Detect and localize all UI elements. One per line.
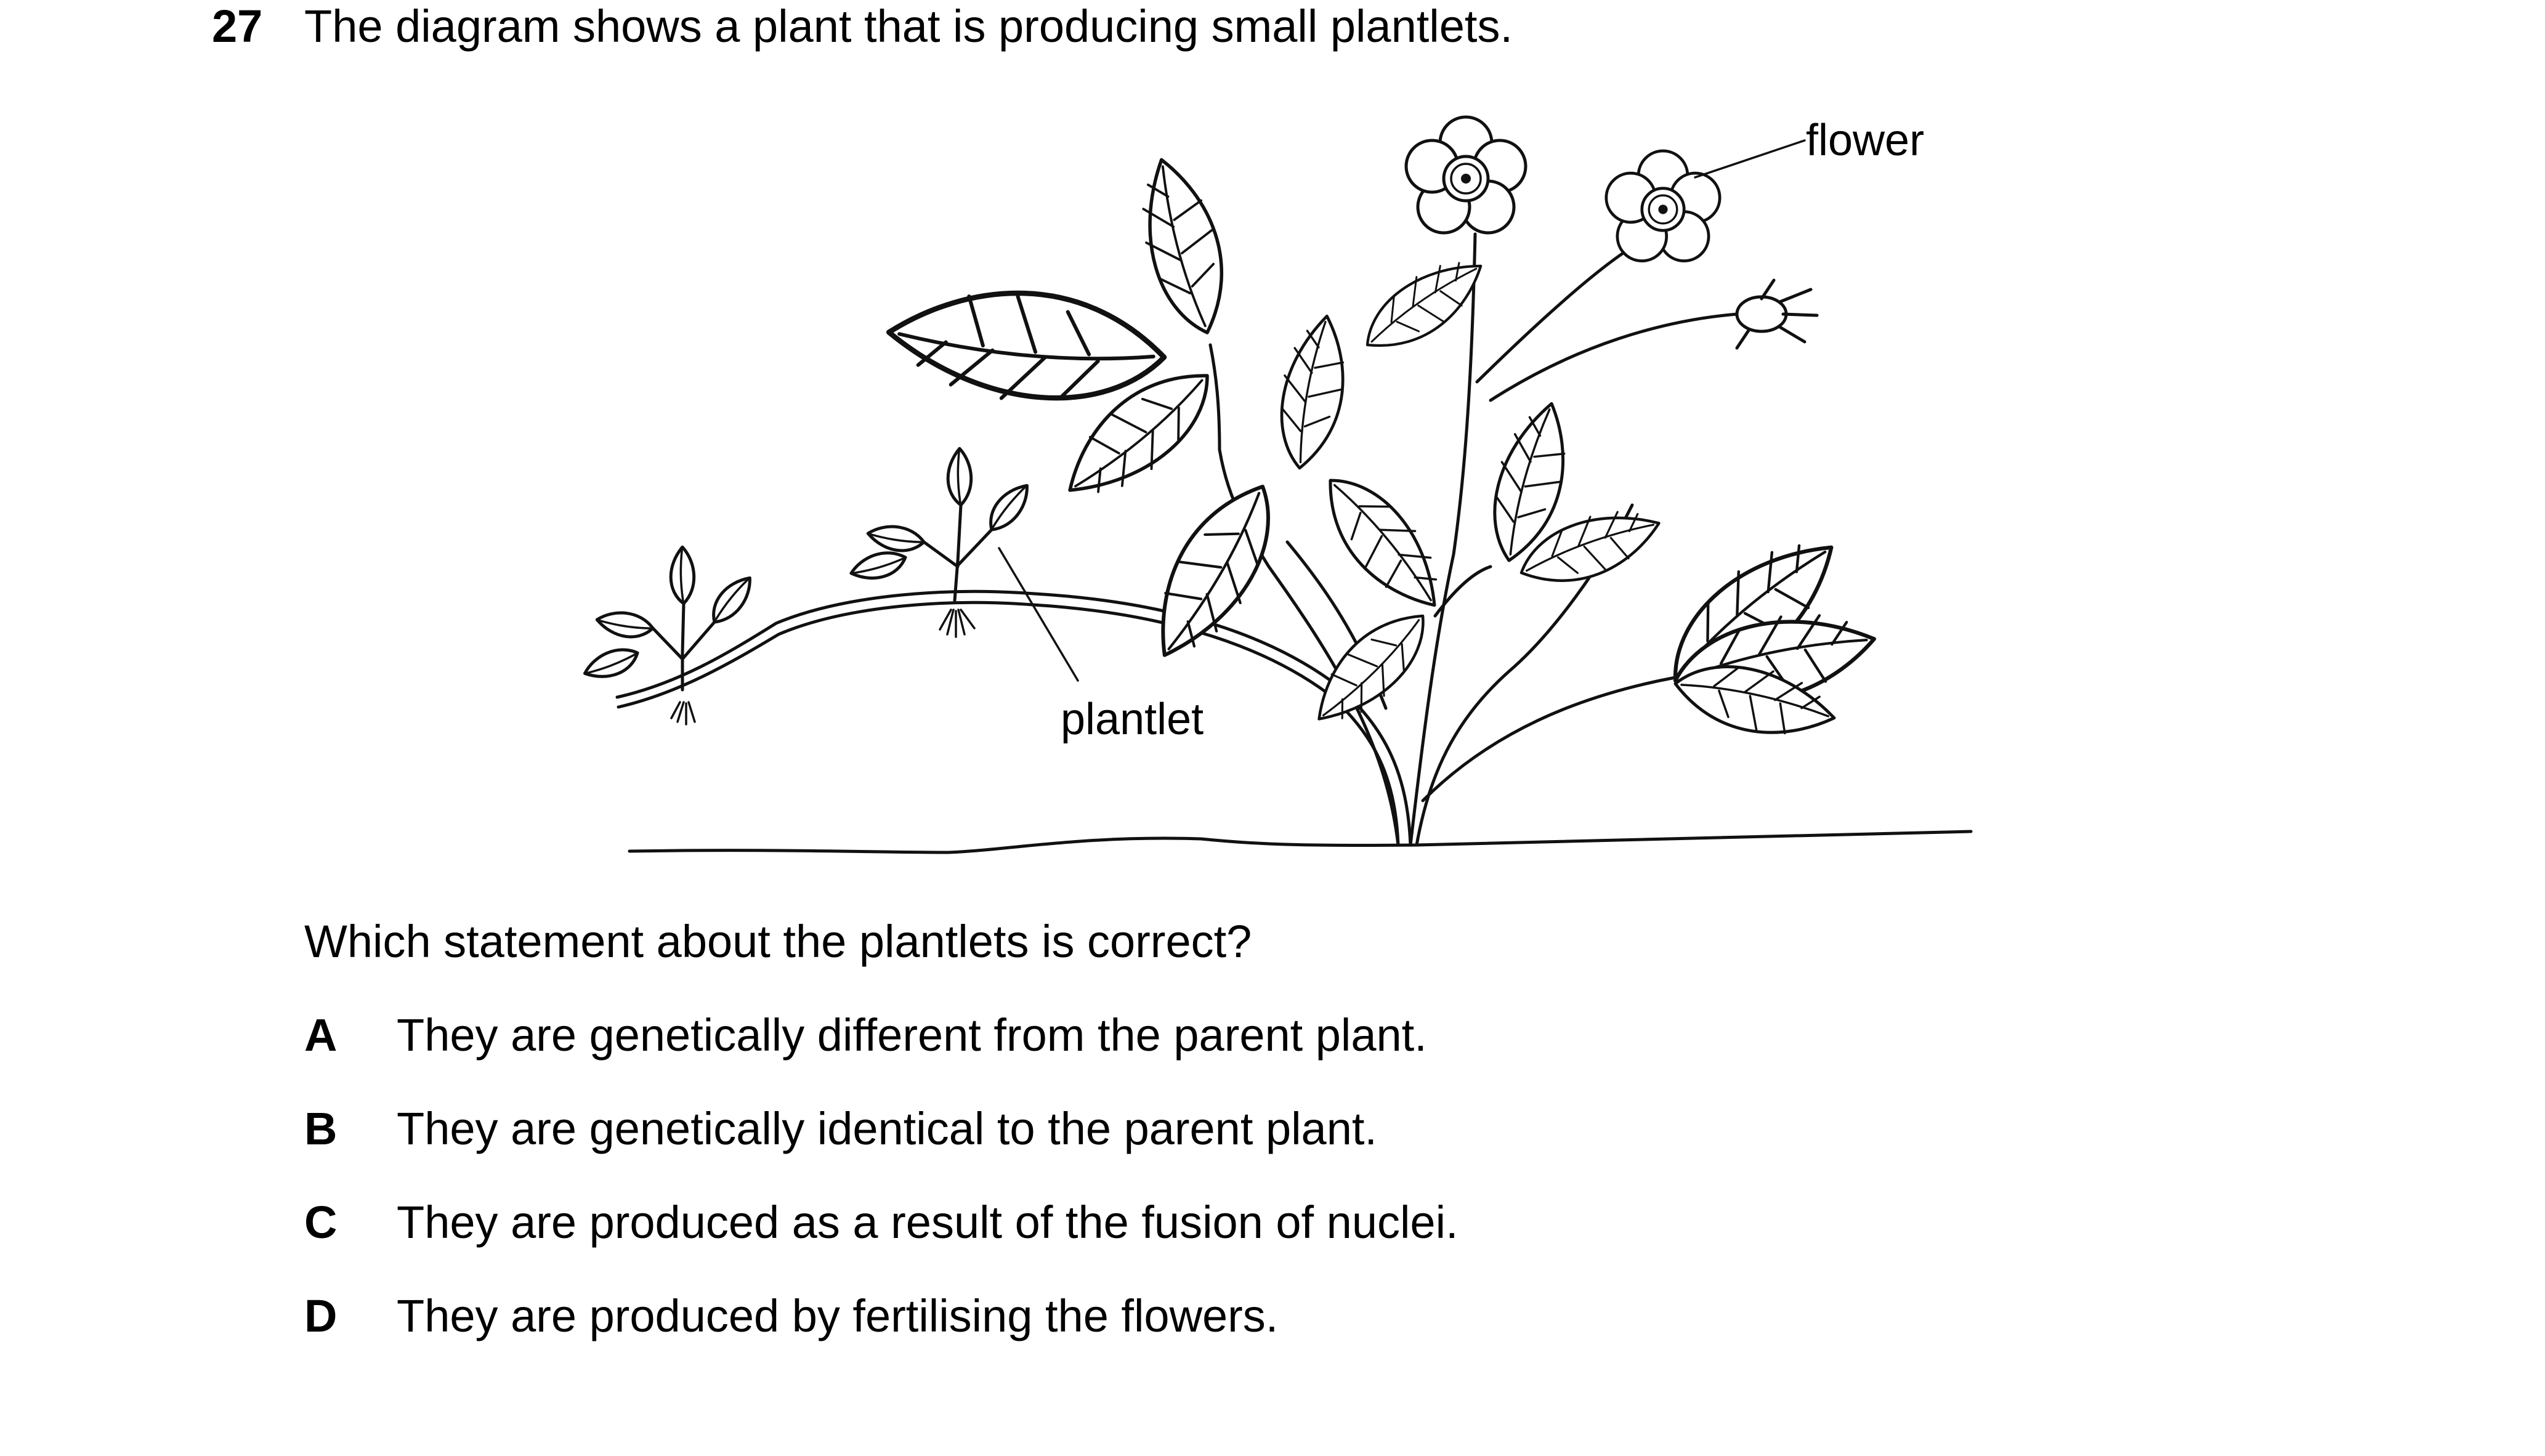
ground-line [628, 830, 1973, 854]
option-letter: C [304, 1197, 338, 1248]
flower-bud [1735, 278, 1819, 350]
plantlet-label-line [998, 547, 1079, 682]
flower-label: flower [1806, 116, 1924, 165]
option-text: They are genetically different from the … [397, 1009, 1427, 1061]
option-text: They are genetically identical to the pa… [397, 1103, 1377, 1154]
question-number: 27 [212, 1, 263, 52]
plantlet-labelled [849, 447, 1038, 638]
plantlet-left [582, 546, 761, 726]
option-text: They are produced by fertilising the flo… [397, 1290, 1279, 1341]
option-letter: D [304, 1290, 338, 1341]
flower-right [1606, 151, 1720, 261]
option-text: They are produced as a result of the fus… [397, 1197, 1459, 1248]
flower-left [1406, 117, 1526, 233]
question-stem: The diagram shows a plant that is produc… [304, 1, 1513, 52]
option-letter: A [304, 1009, 338, 1061]
plant-leaves [880, 155, 1876, 760]
plant-diagram: plantlet flower [0, 0, 1973, 854]
option-letter: B [304, 1103, 338, 1154]
plantlet-label: plantlet [1061, 695, 1204, 744]
flower-label-line [1694, 139, 1806, 179]
main-stems [1208, 232, 1739, 847]
runner-stem [615, 589, 1412, 847]
question-prompt: Which statement about the plantlets is c… [304, 916, 1252, 967]
